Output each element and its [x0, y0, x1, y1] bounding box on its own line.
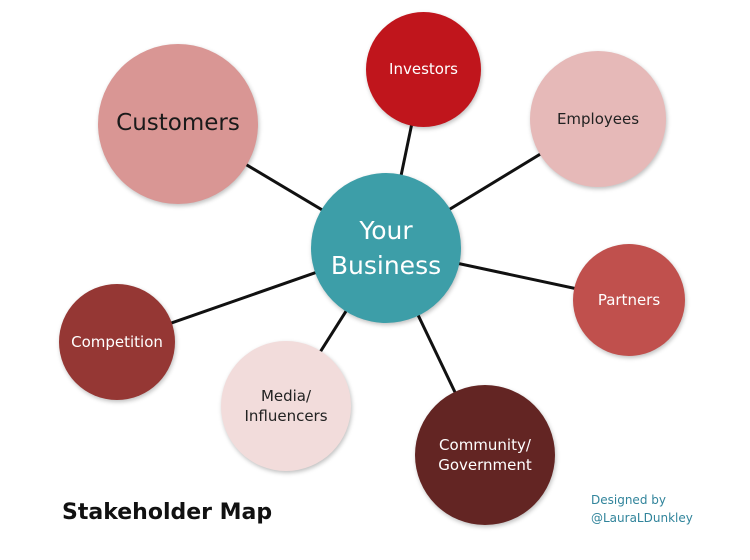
node-community-government: Community/ Government [415, 385, 555, 525]
node-investors-label: Investors [389, 60, 458, 79]
node-customers: Customers [98, 44, 258, 204]
node-your-business-label: Your Business [330, 216, 442, 280]
node-employees: Employees [530, 51, 666, 187]
node-employees-label: Employees [556, 109, 640, 128]
node-your-business: Your Business [311, 173, 461, 323]
node-competition-label: Competition [71, 332, 163, 351]
node-investors: Investors [366, 12, 481, 127]
credit-line-1: Designed by [591, 493, 666, 507]
diagram-title: Stakeholder Map [62, 500, 273, 525]
node-partners-label: Partners [597, 290, 661, 309]
node-media-influencers-label: Media/ Influencers [244, 386, 328, 425]
node-partners: Partners [573, 244, 685, 356]
node-media-influencers: Media/ Influencers [221, 341, 351, 471]
node-competition: Competition [59, 284, 175, 400]
designer-credit: Designed by @LauraLDunkley [591, 491, 693, 527]
node-customers-label: Customers [116, 110, 240, 137]
node-community-government-label: Community/ Government [438, 435, 532, 474]
credit-line-2: @LauraLDunkley [591, 511, 693, 525]
